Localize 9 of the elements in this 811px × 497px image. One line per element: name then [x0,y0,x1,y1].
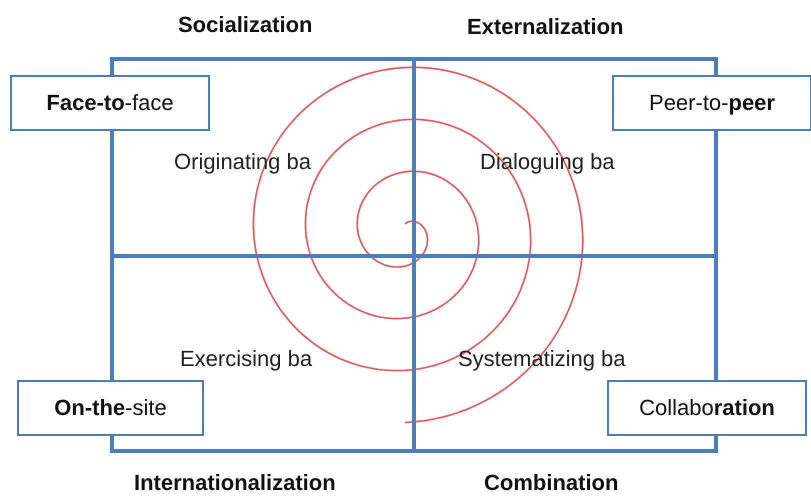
quadrant-label: Exercising ba [180,346,312,372]
label-box: On-the-site [17,380,204,436]
label-box: Peer-to-peer [612,75,811,131]
mode-heading: Internationalization [134,470,336,496]
mode-heading: Combination [484,470,618,496]
label-box: Face-to-face [10,75,210,131]
mode-heading: Socialization [178,12,312,38]
mode-heading: Externalization [467,14,624,40]
label-box: Collaboration [607,380,807,436]
